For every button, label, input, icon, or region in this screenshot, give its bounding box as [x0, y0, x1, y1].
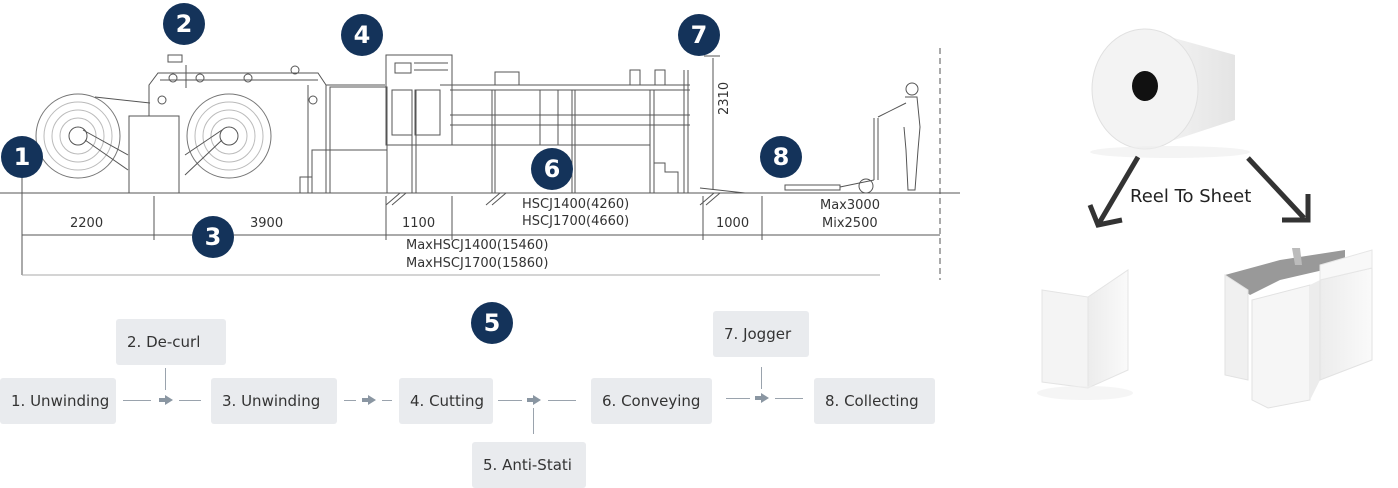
- arrow-4-6-stem: [527, 398, 533, 402]
- step-anti-static: 5. Anti-Stati: [472, 442, 586, 488]
- paper-stack-quad-icon: [1224, 248, 1373, 409]
- dim-mix2500: Mix2500: [822, 216, 878, 231]
- connector-7-down: [761, 367, 762, 389]
- connector-4-6a: [498, 400, 522, 401]
- connector-4-6b: [548, 400, 576, 401]
- badge-4: 4: [341, 14, 383, 56]
- connector-1-3a: [123, 400, 151, 401]
- connector-3-4a: [344, 400, 356, 401]
- arrow-6-8-stem: [755, 396, 761, 400]
- dim-total-1700: MaxHSCJ1700(15860): [406, 256, 549, 271]
- reel-1: [35, 93, 121, 179]
- dim-conveyor-1400: HSCJ1400(4260): [522, 197, 630, 212]
- dim-max3000: Max3000: [820, 198, 880, 213]
- dim-total-1400: MaxHSCJ1400(15460): [406, 238, 549, 253]
- arrow-down-left-icon: [1087, 155, 1141, 228]
- dim-2200: 2200: [70, 216, 104, 231]
- step-unwinding-1: 1. Unwinding: [0, 378, 116, 424]
- reel-to-sheet-caption: Reel To Sheet: [1130, 186, 1252, 207]
- connector-3-4b: [382, 400, 392, 401]
- arrow-right-icon: [533, 395, 541, 405]
- dim-1100: 1100: [402, 216, 436, 231]
- arrow-right-icon: [761, 393, 769, 403]
- dim-height-2310: 2310: [717, 81, 732, 115]
- badge-2: 2: [163, 3, 205, 45]
- arrow-1-3-stem: [159, 398, 165, 402]
- arrow-right-icon: [368, 395, 376, 405]
- connector-5-up: [533, 408, 534, 434]
- arrow-3-4-stem: [362, 398, 368, 402]
- connector-6-8a: [726, 398, 750, 399]
- step-jogger: 7. Jogger: [713, 311, 809, 357]
- arrow-down-right-icon: [1246, 156, 1311, 223]
- badge-7: 7: [678, 14, 720, 56]
- badge-5: 5: [471, 302, 513, 344]
- connector-6-8b: [775, 398, 803, 399]
- step-cutting: 4. Cutting: [399, 378, 493, 424]
- dim-conveyor-1700: HSCJ1700(4660): [522, 214, 630, 229]
- badge-1: 1: [1, 136, 43, 178]
- reel-to-sheet-illustration: [1037, 28, 1373, 409]
- step-unwinding-3: 3. Unwinding: [211, 378, 337, 424]
- paper-roll-icon: [1090, 28, 1250, 158]
- step-de-curl: 2. De-curl: [116, 319, 226, 365]
- dim-3900: 3900: [250, 216, 284, 231]
- machine-drawing: [0, 48, 960, 280]
- step-conveying: 6. Conveying: [591, 378, 712, 424]
- badge-6: 6: [531, 148, 573, 190]
- badge-8: 8: [760, 136, 802, 178]
- connector-1-3b: [179, 400, 201, 401]
- badge-3: 3: [192, 216, 234, 258]
- dim-1000: 1000: [716, 216, 750, 231]
- arrow-right-icon: [165, 395, 173, 405]
- step-collecting: 8. Collecting: [814, 378, 935, 424]
- paper-stack-single-icon: [1037, 269, 1133, 400]
- reel-2: [186, 93, 272, 179]
- connector-2-down: [165, 368, 166, 390]
